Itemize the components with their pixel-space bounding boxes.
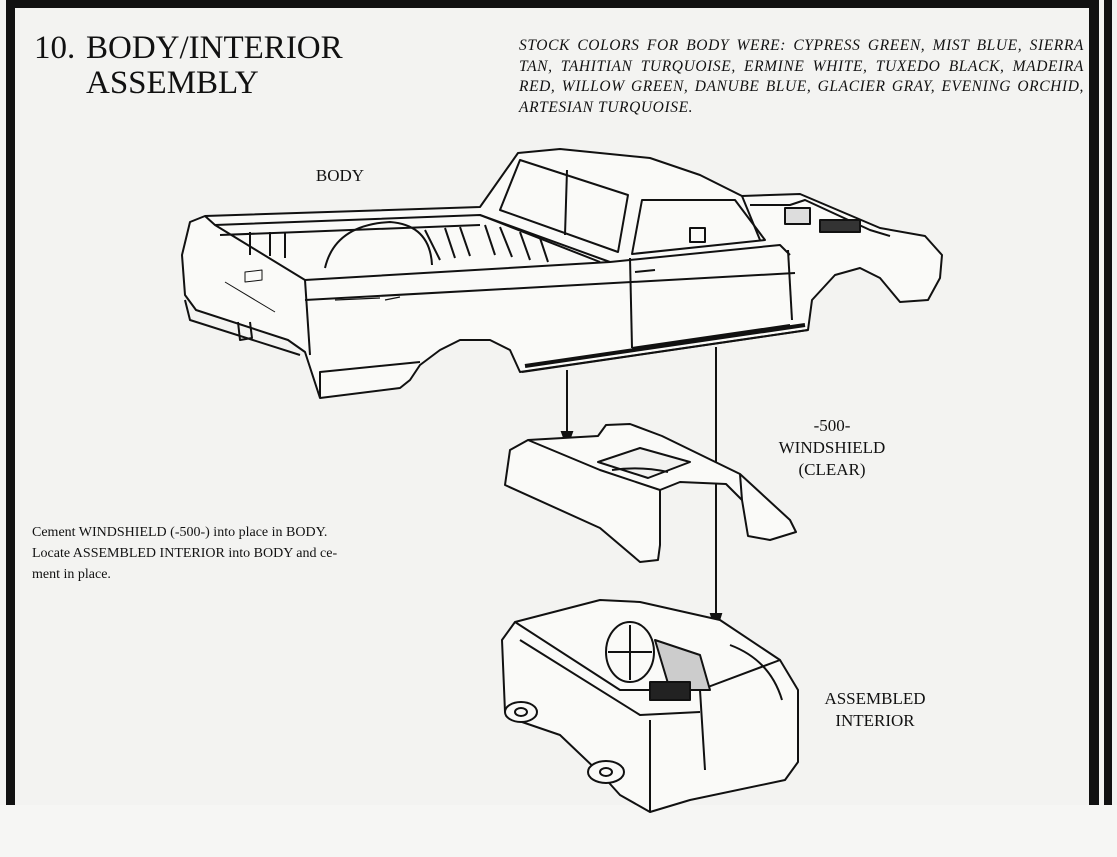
windshield-opening <box>499 159 629 253</box>
instructions-line3: ment in place. <box>32 567 111 582</box>
windshield-part-number: -500- <box>813 416 851 435</box>
body-outline <box>181 148 943 399</box>
windshield-label: -500- WINDSHIELD (CLEAR) <box>752 415 912 481</box>
wheel-tub <box>324 221 433 269</box>
page-border-right <box>1089 0 1099 805</box>
step-title-line1: BODY/INTERIOR <box>86 30 343 66</box>
page-edge-right <box>1104 0 1112 805</box>
step-number: 10. <box>34 30 76 66</box>
interior-label-line2: INTERIOR <box>835 711 915 730</box>
stock-colors-note: STOCK COLORS FOR BODY WERE: CYPRESS GREE… <box>519 37 1084 116</box>
side-window <box>631 199 766 255</box>
page-border-left <box>6 0 15 805</box>
body-drawing <box>181 148 943 399</box>
windshield-name: WINDSHIELD <box>778 438 886 457</box>
step-title: BODY/INTERIOR ASSEMBLY <box>86 31 386 101</box>
windshield-spec: (CLEAR) <box>798 460 866 479</box>
page-border-top <box>6 0 1098 8</box>
interior-label-line1: ASSEMBLED <box>824 689 926 708</box>
bottom-strip <box>0 805 1117 857</box>
instructions-line2: Locate ASSEMBLED INTERIOR into BODY and … <box>32 546 338 561</box>
step-title-line2: ASSEMBLY <box>86 65 259 101</box>
assembly-instructions: Cement WINDSHIELD (-500-) into place in … <box>32 522 354 585</box>
interior-drawing <box>501 599 799 813</box>
windshield-drawing <box>504 423 797 563</box>
instructions-line1: Cement WINDSHIELD (-500-) into place in … <box>32 525 328 540</box>
assembled-interior-label: ASSEMBLED INTERIOR <box>800 688 950 732</box>
body-label: BODY <box>315 166 365 185</box>
